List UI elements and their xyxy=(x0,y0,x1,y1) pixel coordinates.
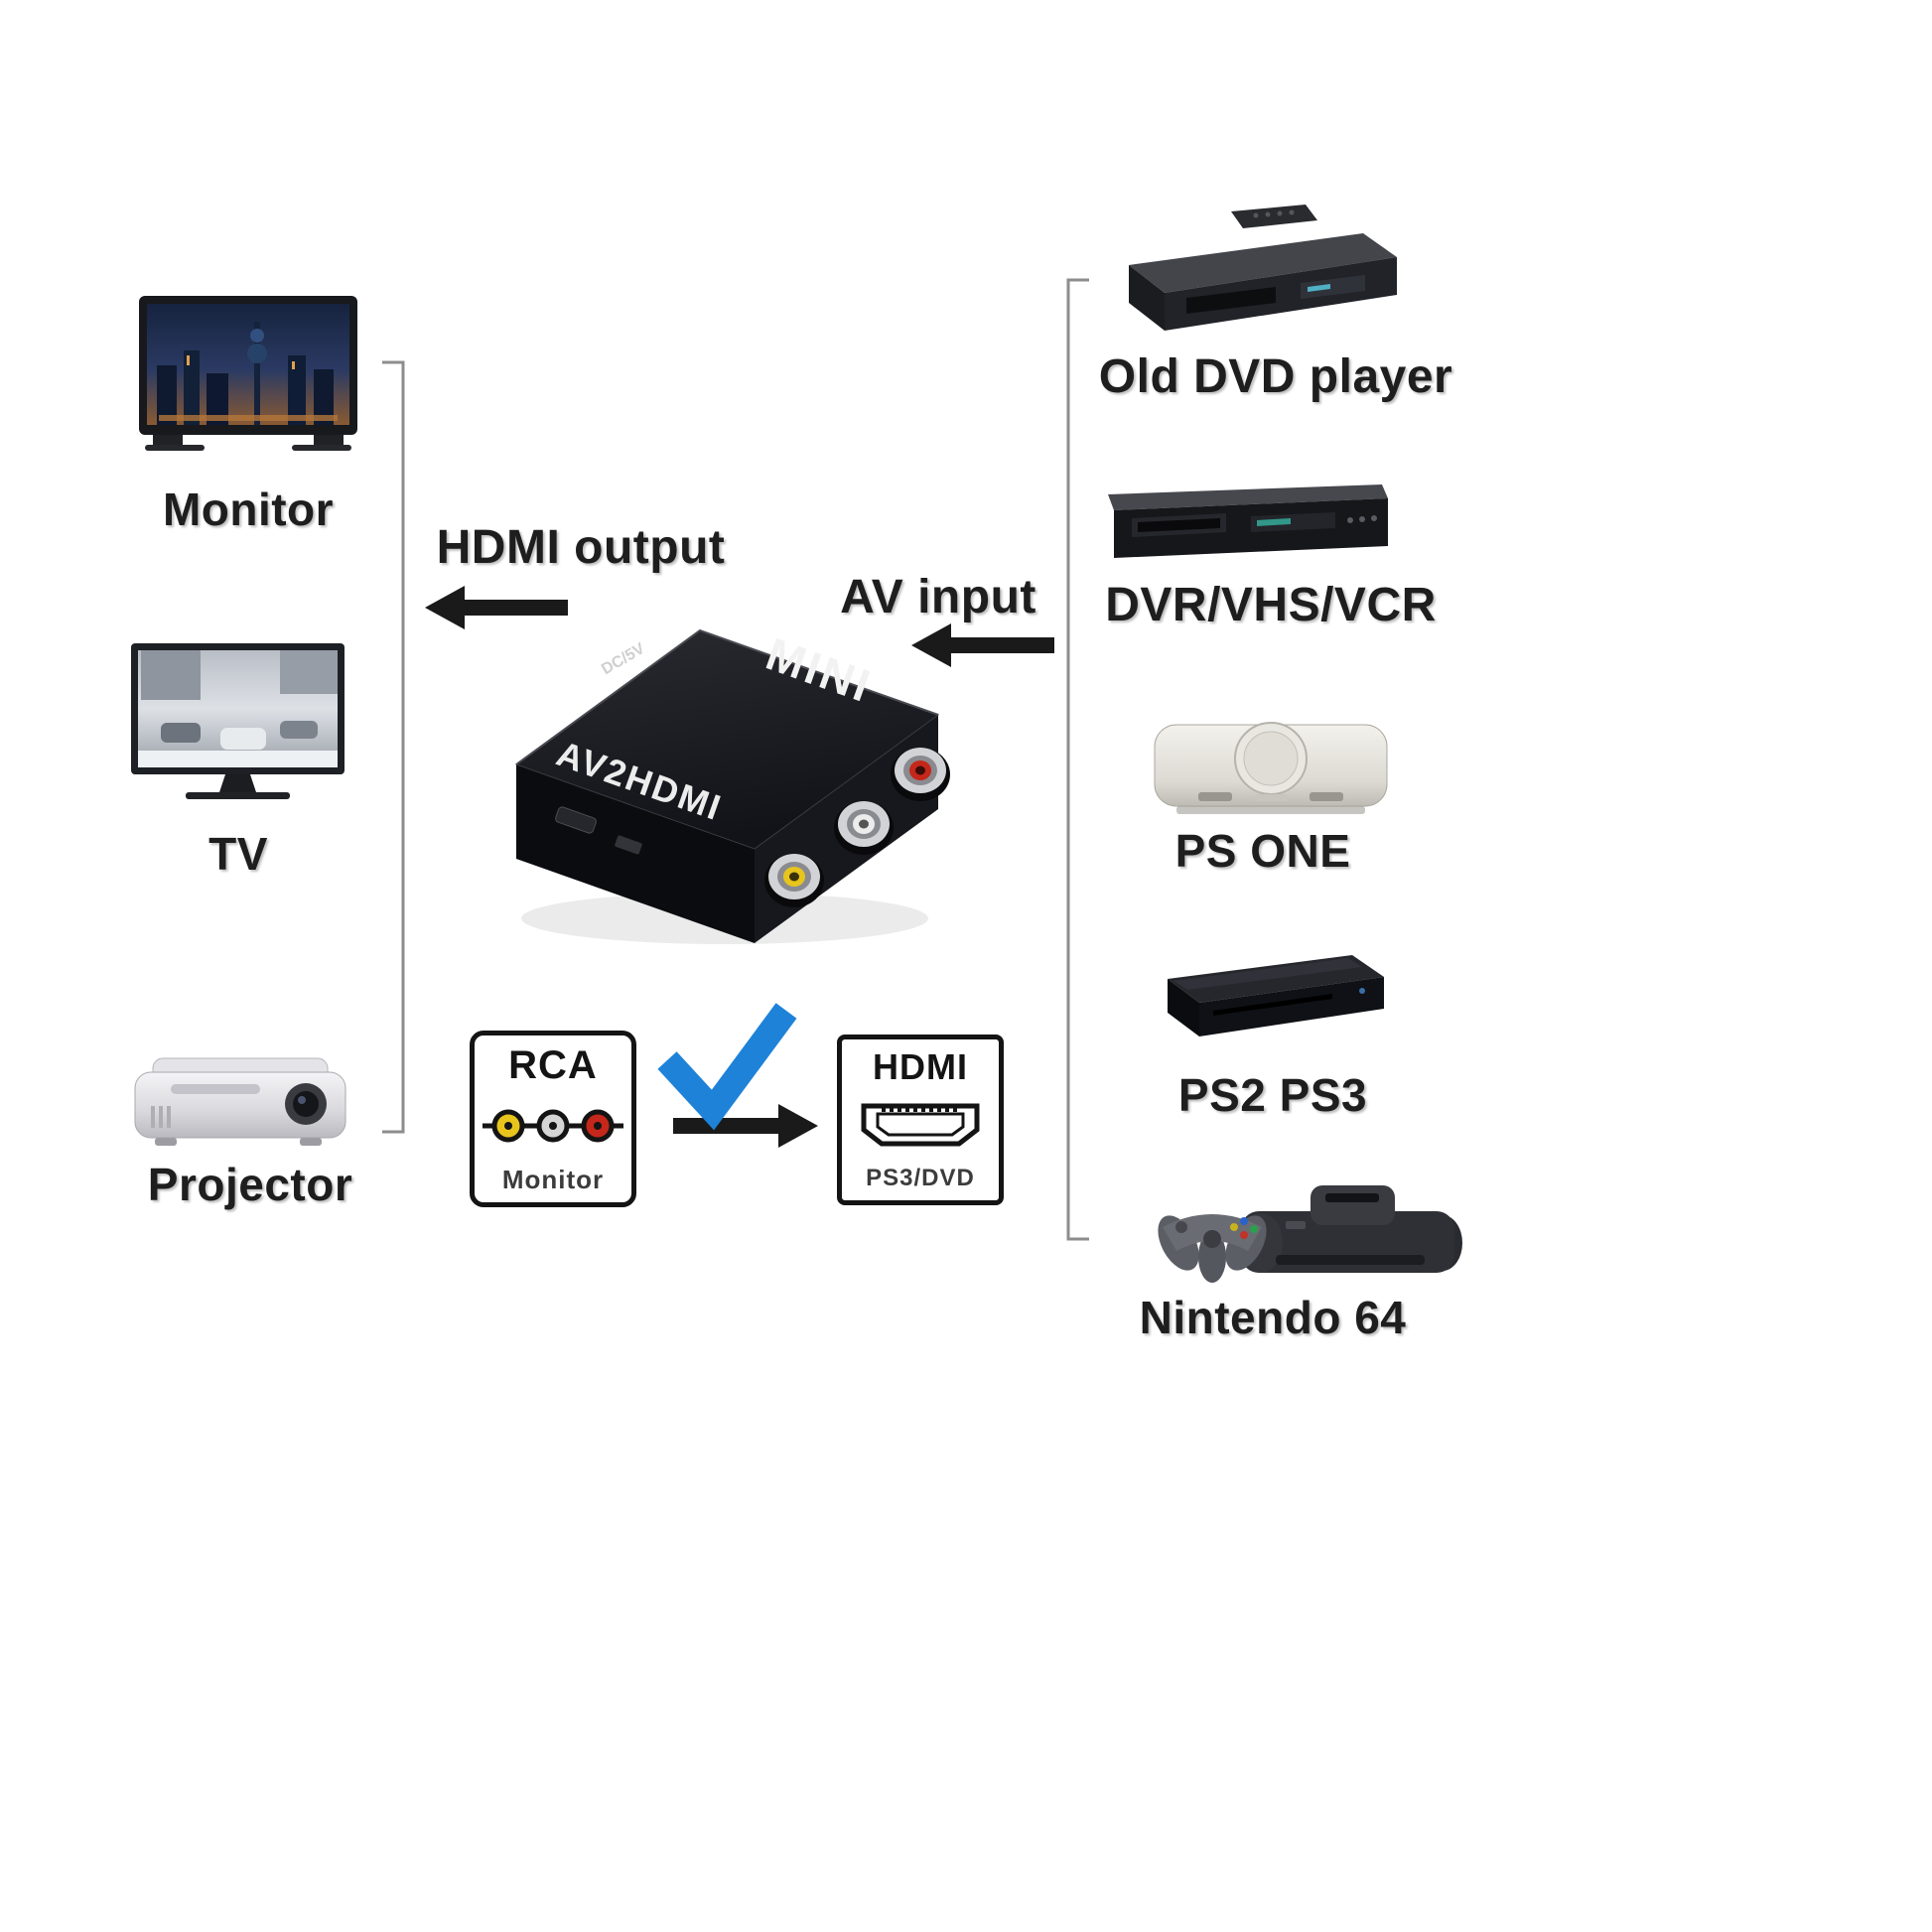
hdmi-connector-icon xyxy=(861,1103,980,1147)
rca-connectors-icon xyxy=(483,1109,623,1143)
rca-badge-title: RCA xyxy=(508,1043,598,1087)
left-bracket xyxy=(382,360,405,1134)
tv-image xyxy=(131,643,345,807)
rca-jack-yellow-icon xyxy=(764,854,824,907)
hdmi-badge-title: HDMI xyxy=(873,1046,968,1087)
old-dvd-player-image xyxy=(1117,204,1405,343)
nintendo-64-label: Nintendo 64 xyxy=(1139,1292,1407,1343)
usb-port-icon xyxy=(555,806,597,834)
av-input-label: AV input xyxy=(840,571,1036,623)
monitor-image xyxy=(139,296,357,470)
hdmi-output-label: HDMI output xyxy=(436,521,726,574)
ps-one-image xyxy=(1147,707,1395,824)
ps2-ps3-image xyxy=(1154,941,1392,1052)
converter-image: MINI AV2HDMI DC/5V xyxy=(486,586,953,963)
hdmi-badge-subtitle: PS3/DVD xyxy=(866,1165,975,1191)
projector-label: Projector xyxy=(147,1159,353,1210)
nintendo-64-image xyxy=(1127,1164,1469,1295)
dvr-vhs-vcr-label: DVR/VHS/VCR xyxy=(1105,579,1437,631)
dvr-vhs-vcr-image xyxy=(1102,469,1390,568)
rca-jack-white-icon xyxy=(834,801,894,855)
right-bracket xyxy=(1066,278,1089,1241)
ps2-ps3-label: PS2 PS3 xyxy=(1177,1069,1368,1121)
ps-one-label: PS ONE xyxy=(1174,825,1351,877)
rca-badge-subtitle: Monitor xyxy=(501,1165,605,1194)
projector-image xyxy=(131,1044,349,1156)
mode-switch-icon xyxy=(615,835,642,855)
monitor-label: Monitor xyxy=(162,483,335,535)
rca-jack-red-icon xyxy=(891,748,950,801)
rca-badge: RCA Monitor xyxy=(470,1031,636,1207)
tv-label: TV xyxy=(208,828,268,880)
old-dvd-player-label: Old DVD player xyxy=(1098,350,1453,403)
compatibility-checkmark xyxy=(657,1003,797,1131)
n64-controller-icon xyxy=(1158,1214,1267,1283)
rca-to-hdmi-arrow xyxy=(673,1104,818,1148)
hdmi-badge: HDMI PS3/DVD xyxy=(837,1035,1004,1205)
